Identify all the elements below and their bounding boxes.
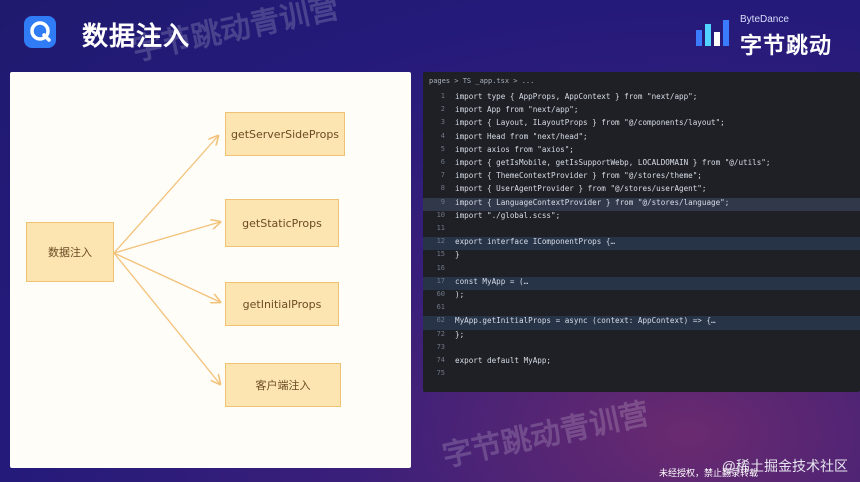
line-number: 61 xyxy=(436,303,445,312)
code-line: 11 xyxy=(423,224,860,237)
code-line: 73 xyxy=(423,343,860,356)
community-credit: @稀土掘金技术社区 xyxy=(721,458,848,474)
arrow-to-getServerSideProps xyxy=(113,136,218,254)
code-line: 16 xyxy=(423,264,860,277)
brand-name-en: ByteDance xyxy=(740,14,789,25)
watermark: 字节跳动青训营 xyxy=(439,396,653,475)
line-number: 74 xyxy=(436,356,445,364)
code-line: 61 xyxy=(423,303,860,316)
diagram-node-client-injection: 客户端注入 xyxy=(225,363,341,407)
diagram-panel: 数据注入 getServerSideProps getStaticProps g… xyxy=(10,72,411,468)
code-line: 15} xyxy=(423,250,860,263)
line-number: 75 xyxy=(436,369,445,378)
code-text: import { ThemeContextProvider } from "@/… xyxy=(455,171,702,181)
code-line: 72}; xyxy=(423,330,860,343)
code-text: MyApp.getInitialProps = async (context: … xyxy=(455,316,716,326)
code-text: import { getIsMobile, getIsSupportWebp, … xyxy=(455,158,771,167)
line-number: 12 xyxy=(436,237,445,246)
code-line: 12 export interface IComponentProps {… xyxy=(423,237,860,251)
code-line: 60); xyxy=(423,290,860,303)
code-line: 1 import type { AppProps, AppContext } fr… xyxy=(423,92,860,105)
code-text: import { Layout, ILayoutProps } from "@/… xyxy=(455,118,725,128)
code-line: 2 import App from "next/app"; xyxy=(423,105,860,118)
code-text: import Head from "next/head"; xyxy=(455,131,588,141)
bytedance-bars-icon xyxy=(696,20,729,46)
code-editor: pages > TS _app.tsx > ... 1 import type {… xyxy=(423,72,860,392)
arrow-to-getStaticProps xyxy=(113,222,220,254)
line-number: 60 xyxy=(436,290,445,298)
arrow-to-client-injection xyxy=(113,252,220,384)
code-line: 7 import { ThemeContextProvider } from "@… xyxy=(423,171,860,184)
diagram-node-getServerSideProps: getServerSideProps xyxy=(225,112,345,156)
code-line: 6 import { getIsMobile, getIsSupportWebp,… xyxy=(423,158,860,171)
line-number: 10 xyxy=(436,210,445,219)
diagram-arrows xyxy=(113,72,411,468)
line-number: 6 xyxy=(440,158,445,166)
code-text: ); xyxy=(455,290,465,299)
copyright-notice: 未经授权，禁止翻录转载 xyxy=(658,468,758,478)
line-number: 9 xyxy=(440,197,445,206)
line-number: 16 xyxy=(436,263,445,272)
code-text: export interface IComponentProps {… xyxy=(455,237,616,247)
code-line: 62 MyApp.getInitialProps = async (context… xyxy=(423,316,860,330)
page-title: 数据注入 xyxy=(82,21,191,51)
line-number: 73 xyxy=(436,342,445,351)
code-text: export default MyApp; xyxy=(455,356,552,365)
code-text: import type { AppProps, AppContext } fro… xyxy=(455,92,698,101)
line-number: 11 xyxy=(436,224,445,232)
code-text: import App from "next/app"; xyxy=(455,105,579,115)
diagram-root-node: 数据注入 xyxy=(26,222,114,282)
line-number: 8 xyxy=(440,184,445,193)
code-text: }; xyxy=(455,329,465,339)
code-text: import { UserAgentProvider } from "@/sto… xyxy=(455,184,707,194)
slide-header: 数据注入 ByteDance 字节跳动 xyxy=(0,0,860,62)
code-line: 9 import { LanguageContextProvider } from… xyxy=(423,197,860,211)
line-number: 5 xyxy=(440,144,445,153)
line-number: 1 xyxy=(440,92,445,100)
code-line: 8 import { UserAgentProvider } from "@/st… xyxy=(423,184,860,197)
line-number: 62 xyxy=(436,316,445,325)
code-line: 4 import Head from "next/head"; xyxy=(423,132,860,145)
code-line: 17 const MyApp = (… xyxy=(423,276,860,290)
line-number: 3 xyxy=(440,118,445,127)
code-text: import "./global.scss"; xyxy=(455,210,561,220)
line-number: 7 xyxy=(440,171,445,180)
editor-breadcrumb: pages > TS _app.tsx > ... xyxy=(429,77,535,85)
code-line: 75 xyxy=(423,369,860,382)
diagram-node-getStaticProps: getStaticProps xyxy=(225,199,339,247)
code-text: import { LanguageContextProvider } from … xyxy=(455,197,730,207)
line-number: 15 xyxy=(436,250,445,259)
app-logo-icon xyxy=(24,16,56,48)
code-line: 5 import axios from "axios"; xyxy=(423,145,860,158)
brand-name-cn: 字节跳动 xyxy=(740,33,833,58)
code-line: 3 import { Layout, ILayoutProps } from "@… xyxy=(423,118,860,131)
arrow-to-getInitialProps xyxy=(113,252,220,302)
line-number: 4 xyxy=(440,131,445,140)
code-line: 74 export default MyApp; xyxy=(423,356,860,369)
line-number: 2 xyxy=(440,105,445,114)
code-text: import axios from "axios"; xyxy=(455,144,574,154)
diagram-node-getInitialProps: getInitialProps xyxy=(225,282,339,326)
code-text: const MyApp = (… xyxy=(455,276,529,286)
code-text: } xyxy=(455,250,460,260)
brand-logo: ByteDance 字节跳动 xyxy=(696,14,836,58)
line-number: 72 xyxy=(436,329,445,338)
line-number: 17 xyxy=(436,276,445,285)
code-line: 10 import "./global.scss"; xyxy=(423,211,860,224)
